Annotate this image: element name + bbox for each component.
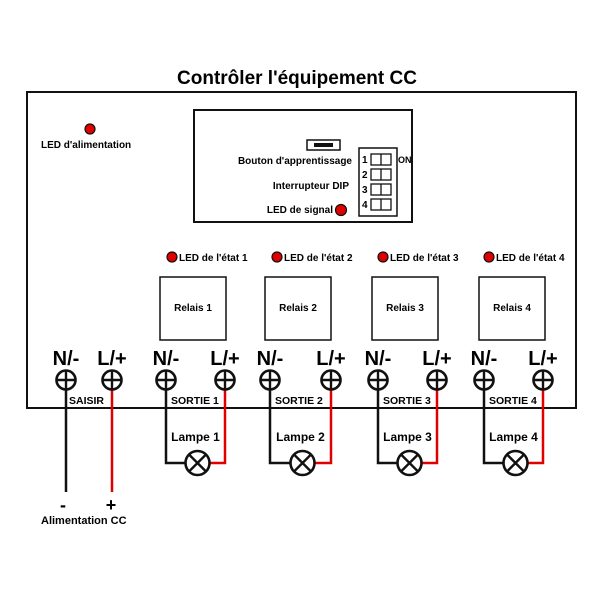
dip-position-number: 2 bbox=[362, 170, 368, 181]
status-led-icon bbox=[271, 251, 283, 263]
output-positive-terminal[interactable] bbox=[320, 369, 342, 391]
learn-button-label: Bouton d'apprentissage bbox=[238, 156, 352, 167]
output-terminal-label: SORTIE 3 bbox=[383, 395, 431, 407]
output-negative-wire bbox=[268, 390, 291, 465]
controller-box bbox=[26, 91, 577, 409]
signal-led-label: LED de signal bbox=[267, 205, 333, 216]
output-pos-label: L/+ bbox=[528, 348, 557, 370]
output-positive-wire bbox=[209, 390, 227, 465]
relay-box bbox=[371, 276, 439, 341]
lamp-label: Lampe 3 bbox=[383, 430, 432, 444]
output-pos-label: L/+ bbox=[210, 348, 239, 370]
relay-box bbox=[264, 276, 332, 341]
output-negative-terminal[interactable] bbox=[155, 369, 177, 391]
output-pos-label: L/+ bbox=[316, 348, 345, 370]
output-negative-terminal[interactable] bbox=[367, 369, 389, 391]
output-terminal-label: SORTIE 4 bbox=[489, 395, 537, 407]
input-positive-terminal[interactable] bbox=[101, 369, 123, 391]
supply-plus: + bbox=[106, 495, 117, 515]
output-negative-wire bbox=[376, 390, 398, 465]
output-neg-label: N/- bbox=[153, 348, 180, 370]
lamp-icon bbox=[289, 449, 316, 477]
output-positive-terminal[interactable] bbox=[426, 369, 448, 391]
output-positive-terminal[interactable] bbox=[532, 369, 554, 391]
output-positive-wire bbox=[421, 390, 439, 465]
power-led-icon bbox=[84, 123, 96, 135]
learn-button[interactable] bbox=[306, 139, 341, 151]
input-neg-label: N/- bbox=[53, 348, 80, 370]
relay-label: Relais 3 bbox=[386, 303, 424, 314]
input-negative-terminal[interactable] bbox=[55, 369, 77, 391]
dip-switch bbox=[358, 147, 398, 217]
dip-position-number: 3 bbox=[362, 185, 368, 196]
supply-minus: - bbox=[60, 495, 66, 515]
status-led-label: LED de l'état 1 bbox=[179, 253, 248, 264]
relay-box bbox=[159, 276, 227, 341]
control-panel bbox=[193, 109, 413, 223]
output-negative-wire bbox=[482, 390, 504, 465]
status-led-label: LED de l'état 4 bbox=[496, 253, 565, 264]
power-led-label: LED d'alimentation bbox=[41, 140, 131, 151]
status-led-label: LED de l'état 3 bbox=[390, 253, 459, 264]
dip-switch-label: Interrupteur DIP bbox=[273, 181, 349, 192]
output-negative-terminal[interactable] bbox=[473, 369, 495, 391]
output-negative-wire bbox=[164, 390, 186, 465]
input-pos-label: L/+ bbox=[97, 348, 126, 370]
lamp-icon bbox=[502, 449, 529, 477]
relay-label: Relais 1 bbox=[174, 303, 212, 314]
diagram-title: Contrôler l'équipement CC bbox=[177, 68, 417, 89]
output-neg-label: N/- bbox=[257, 348, 284, 370]
output-neg-label: N/- bbox=[471, 348, 498, 370]
dip-position-number: 4 bbox=[362, 200, 368, 211]
status-led-icon bbox=[483, 251, 495, 263]
output-positive-wire bbox=[314, 390, 333, 465]
output-terminal-label: SORTIE 1 bbox=[171, 395, 219, 407]
dip-on-label: ON bbox=[398, 155, 412, 165]
input-terminal-label: SAISIR bbox=[69, 395, 104, 407]
signal-led-icon bbox=[334, 203, 348, 217]
lamp-label: Lampe 1 bbox=[171, 430, 220, 444]
status-led-icon bbox=[377, 251, 389, 263]
output-positive-terminal[interactable] bbox=[214, 369, 236, 391]
relay-box bbox=[478, 276, 546, 341]
status-led-label: LED de l'état 2 bbox=[284, 253, 353, 264]
relay-label: Relais 2 bbox=[279, 303, 317, 314]
output-positive-wire bbox=[527, 390, 545, 465]
lamp-icon bbox=[184, 449, 211, 477]
dip-position-number: 1 bbox=[362, 155, 368, 166]
output-terminal-label: SORTIE 2 bbox=[275, 395, 323, 407]
output-pos-label: L/+ bbox=[422, 348, 451, 370]
lamp-icon bbox=[396, 449, 423, 477]
output-neg-label: N/- bbox=[365, 348, 392, 370]
output-negative-terminal[interactable] bbox=[259, 369, 281, 391]
relay-label: Relais 4 bbox=[493, 303, 531, 314]
lamp-label: Lampe 2 bbox=[276, 430, 325, 444]
status-led-icon bbox=[166, 251, 178, 263]
lamp-label: Lampe 4 bbox=[489, 430, 538, 444]
supply-label: Alimentation CC bbox=[41, 515, 127, 527]
